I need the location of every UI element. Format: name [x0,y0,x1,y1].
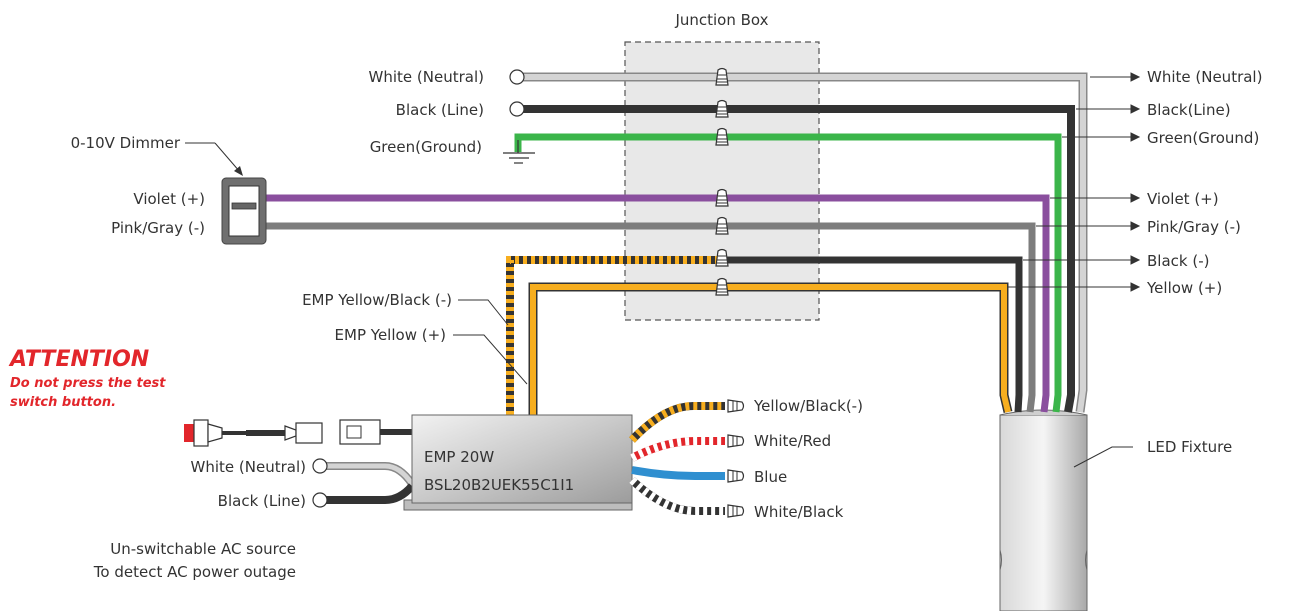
wire-violet [265,194,1050,413]
label-emp-output-yellow-black: Yellow/Black(-) [753,397,863,415]
emp-output-yellow-black-wire [629,402,725,443]
wire-nut-emp-yellow-black [727,399,745,413]
attention-line-2: switch button. [10,395,116,410]
label-emp-output-white-red: White/Red [754,432,831,450]
label-white-neutral-right: White (Neutral) [1147,68,1262,86]
wire-black-negative [720,256,1023,413]
label-violet-right: Violet (+) [1147,190,1219,208]
wire-pink-gray [265,222,1036,413]
label-emp-yellow: EMP Yellow (+) [335,326,446,344]
wire-nut-emp-white-black [727,504,745,518]
test-switch-icon [184,419,412,447]
arrow-pink-gray-head [1130,221,1141,231]
label-black-line-right: Black(Line) [1147,101,1231,119]
label-yellow-positive-right: Yellow (+) [1146,279,1222,297]
attention-title: ATTENTION [8,347,149,372]
label-black-negative-right: Black (-) [1147,252,1209,270]
junction-box-title: Junction Box [674,11,768,29]
terminal-emp-black [312,492,328,508]
arrow-black-line-head [1130,104,1141,114]
terminal-emp-white [312,458,328,474]
arrow-green-ground-head [1130,132,1141,142]
emp-output-blue-wire [631,466,725,480]
wire-nut-gray [715,216,729,235]
wire-nut-emp-white-red [727,434,745,448]
terminal-black-line [509,101,525,117]
label-emp-yellow-black: EMP Yellow/Black (-) [302,291,452,309]
dimmer-arrow-icon [234,166,243,176]
ground-symbol-icon [503,140,535,164]
wire-white-neutral [520,72,1088,413]
label-green-ground-right: Green(Ground) [1147,129,1259,147]
label-black-line-left: Black (Line) [396,101,484,119]
arrow-black-negative-head [1130,255,1141,265]
label-emp-input-black: Black (Line) [218,492,306,510]
led-fixture [999,409,1088,611]
label-pink-gray-left: Pink/Gray (-) [111,219,205,237]
label-dimmer: 0-10V Dimmer [71,134,181,152]
wire-nut-violet [715,188,729,207]
dimmer-pointer-diagonal [214,142,241,173]
led-fixture-pointer [1073,446,1133,468]
dimmer-switch [221,177,267,245]
emp-yellow-black-pointer [458,299,509,326]
junction-box [624,41,820,321]
wire-nut-emp-blue [727,469,745,483]
wire-nut-green [715,127,729,146]
wire-nut-yellow [715,277,729,296]
wire-nut-black [715,99,729,118]
emp-input-black-wire [325,483,416,504]
label-emp-output-blue: Blue [754,468,787,486]
label-white-neutral-left: White (Neutral) [369,68,484,86]
arrow-white-neutral-head [1130,72,1141,82]
label-emp-output-white-black: White/Black [754,503,844,521]
label-emp-input-white: White (Neutral) [191,458,306,476]
wire-nut-black-negative [715,248,729,267]
emp-name: EMP 20W [424,448,494,466]
label-violet-left: Violet (+) [133,190,205,208]
terminal-white-neutral [509,69,525,85]
emp-model: BSL20B2UEK55C1I1 [424,476,574,494]
emp-output-white-black-wire [629,477,725,515]
emp-yellow-pointer [453,334,528,385]
emp-output-white-red-wire [630,437,725,462]
arrow-yellow-positive-head [1130,282,1141,292]
label-green-ground-left: Green(Ground) [370,138,482,156]
wire-yellow-positive [528,282,1013,415]
arrow-violet-head [1130,193,1141,203]
attention-line-1: Do not press the test [10,376,166,391]
ac-note-line-2: To detect AC power outage [93,563,296,581]
ac-note-line-1: Un-switchable AC source [110,540,296,558]
wire-emp-yellow-black [506,256,720,415]
label-pink-gray-right: Pink/Gray (-) [1147,218,1241,236]
emp-module [403,414,633,511]
wire-black-line [520,105,1075,413]
label-led-fixture: LED Fixture [1147,438,1232,456]
wire-nut-white [715,67,729,86]
emp-input-white-wire [325,462,416,487]
